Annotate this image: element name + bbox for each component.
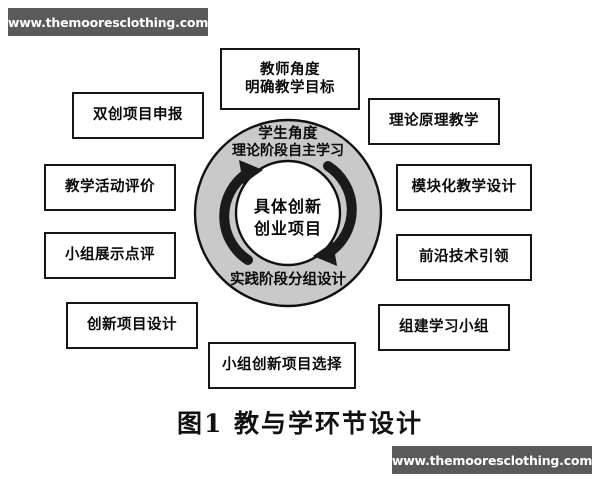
cycle-center-label: 具体创新 创业项目 (213, 196, 363, 239)
cycle-center-line2: 创业项目 (253, 218, 322, 238)
box-right-3-label: 前沿技术引领 (419, 249, 509, 266)
box-left-1-label: 双创项目申报 (93, 107, 183, 124)
box-left-4[interactable]: 创新项目设计 (66, 302, 198, 349)
box-left-2[interactable]: 教学活动评价 (44, 164, 176, 211)
right-arc-arrow (313, 161, 357, 266)
box-left-3[interactable]: 小组展示点评 (44, 232, 176, 279)
figure-caption: 图1 教与学环节设计 (176, 409, 424, 438)
box-left-3-label: 小组展示点评 (65, 247, 155, 264)
watermark-top-left: www.themooresclothing.com (8, 8, 208, 36)
ring-label-top-line1: 学生角度 (258, 126, 318, 142)
ring-label-top-line2: 理论阶段自主学习 (232, 143, 344, 160)
cycle-center-line1: 具体创新 (253, 197, 322, 216)
box-left-4-label: 创新项目设计 (87, 317, 177, 334)
box-right-4[interactable]: 组建学习小组 (378, 304, 510, 351)
box-right-3[interactable]: 前沿技术引领 (396, 234, 532, 281)
box-right-1-label: 理论原理教学 (389, 113, 479, 130)
box-bottom-center-label: 小组创新项目选择 (222, 357, 342, 374)
box-left-1[interactable]: 双创项目申报 (72, 92, 204, 139)
watermark-bottom-right: www.themooresclothing.com (392, 446, 592, 474)
box-bottom-center[interactable]: 小组创新项目选择 (208, 342, 356, 389)
box-right-2[interactable]: 模块化教学设计 (396, 164, 532, 211)
ring-label-top: 学生角度 理论阶段自主学习 (193, 126, 383, 160)
left-arc-arrow (219, 160, 263, 265)
box-left-2-label: 教学活动评价 (65, 179, 155, 196)
box-top-center-line1: 教师角度 (260, 61, 320, 78)
box-top-center[interactable]: 教师角度 明确教学目标 (220, 48, 360, 110)
box-right-2-label: 模块化教学设计 (411, 179, 517, 196)
box-right-4-label: 组建学习小组 (399, 319, 489, 336)
box-top-center-line2: 明确教学目标 (245, 80, 335, 96)
ring-label-bottom: 实践阶段分组设计 (230, 272, 346, 288)
inner-core-circle (234, 159, 342, 267)
box-right-1[interactable]: 理论原理教学 (368, 98, 500, 145)
cycle-diagram (193, 118, 383, 308)
